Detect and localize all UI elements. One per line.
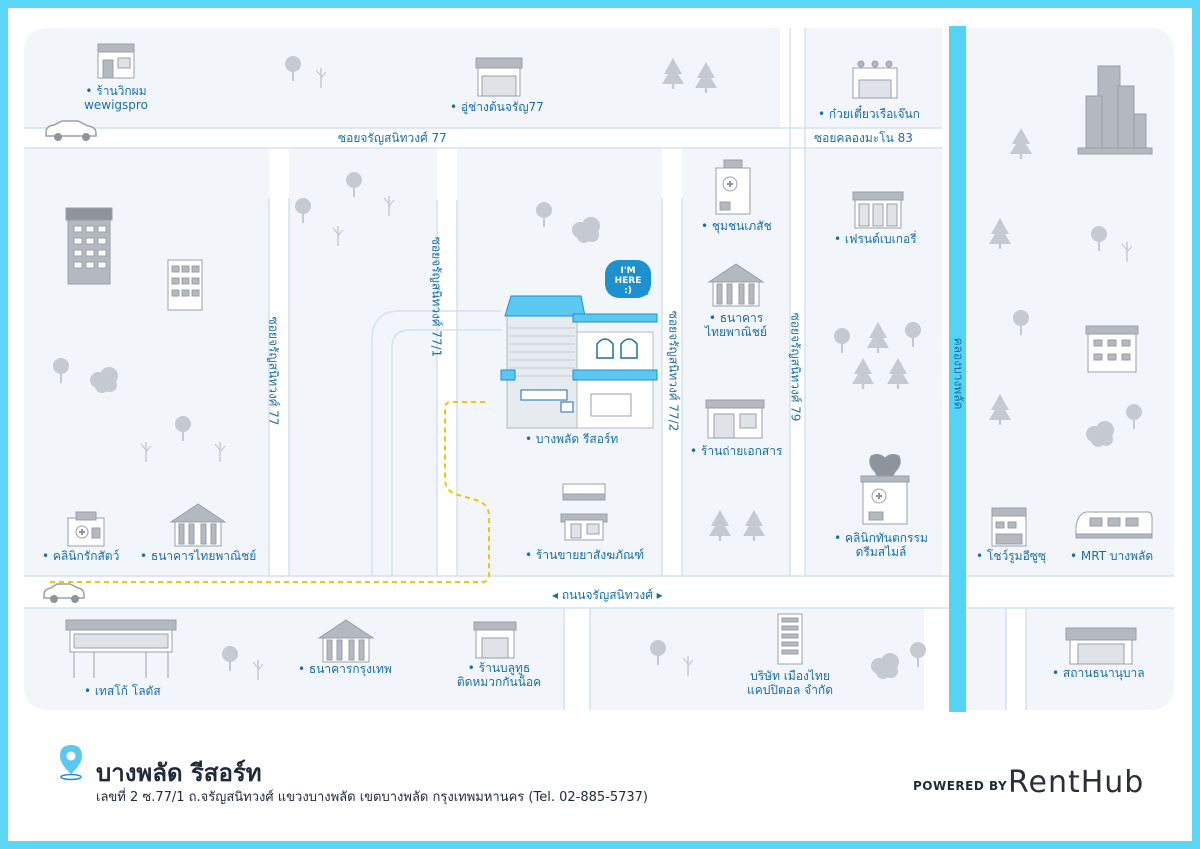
street-label-khlong: ซอยคลองมะโน 83: [814, 131, 913, 145]
map-canvas: [24, 26, 1174, 712]
noodle-shop-icon: [852, 60, 898, 99]
showroom-icon: [991, 507, 1027, 547]
place-label-pet-clinic[interactable]: • คลินิกรักสัตว์: [42, 549, 120, 563]
address-text: เลขที่ 2 ซ.77/1 ถ.จรัญสนิทวงศ์ แขวงบางพล…: [96, 790, 648, 805]
place-label-bank[interactable]: • ธนาคารไทยพาณิชย์: [705, 311, 767, 339]
place-label-noodle[interactable]: • ก๋วยเตี๋ยวเรือเจ๊นก: [818, 107, 920, 121]
brand-logo[interactable]: RentHub: [1008, 765, 1145, 800]
skyscraper-icon: [1077, 65, 1153, 155]
im-here-badge-tail: [639, 286, 649, 298]
powered-by-label: POWERED BY: [913, 779, 1008, 793]
canal-label: คลองบางพลัด: [951, 337, 966, 410]
street-label-soi77-2: ซอยจรัญสนิทวงศ์ 77/2: [666, 310, 681, 432]
canal: [949, 26, 966, 712]
place-label-dental-clinic[interactable]: • คลินิกทันตกรรมดรีมสไมล์: [834, 531, 928, 559]
place-label-garage[interactable]: • อู่ช่างต้นจรัญ77: [450, 100, 544, 114]
street-label-soi79: ซอยจรัญสนิทวงศ์ 79: [788, 312, 803, 422]
place-label-bangkok-bank[interactable]: • ธนาคารกรุงเทพ: [298, 662, 392, 676]
place-label-friend-bakery[interactable]: • เฟรนด์เบเกอรี่: [834, 232, 917, 246]
pawn-shop-icon: [1065, 627, 1137, 665]
map-frame: ซอยจรัญสนิทวงศ์ 77 ซอยคลองมะโน 83 ◂ ถนนจ…: [8, 8, 1192, 841]
street-label-soi77: ซอยจรัญสนิทวงศ์ 77: [338, 131, 447, 145]
office-building-icon: [1085, 325, 1139, 373]
garage-icon: [475, 57, 523, 97]
wig-shop-icon: [97, 43, 135, 79]
place-label-drugstore[interactable]: • ร้านขายยาสังฆภัณฑ์: [525, 548, 645, 562]
bank-icon: [317, 619, 375, 663]
car-icon: [45, 120, 97, 141]
bank-icon: [707, 263, 765, 307]
bakery-icon: [852, 191, 904, 229]
bank-icon: [169, 503, 227, 547]
place-label-community-pharmacy[interactable]: • ชุมชนเภสัช: [701, 219, 772, 233]
place-label-mrt[interactable]: • MRT บางพลัด: [1070, 549, 1154, 563]
tower-icon: [167, 259, 203, 311]
helmet-shop-icon: [473, 621, 517, 659]
place-label-tesco[interactable]: • เทสโก้ โลตัส: [84, 684, 161, 698]
train-icon: [1075, 511, 1153, 539]
page-title: บางพลัด รีสอร์ท: [96, 759, 262, 787]
drugstore-icon: [560, 483, 608, 541]
car-icon: [43, 583, 85, 603]
place-label-company[interactable]: บริษัท เมืองไทยแคปปิตอล จำกัด: [747, 669, 833, 697]
street-label-soi77-1: ซอยจรัญสนิทวงศ์ 77/1: [429, 236, 444, 358]
street-label-main-road: ◂ ถนนจรัญสนิทวงศ์ ▸: [552, 588, 663, 602]
place-label-showroom[interactable]: • โชว์รูมอีซูซุ: [976, 549, 1047, 563]
route-path: [50, 401, 490, 583]
place-label-bank-scb[interactable]: • ธนาคารไทยพาณิชย์: [140, 549, 257, 563]
office-tower-icon: [777, 613, 803, 665]
supermarket-icon: [65, 619, 177, 678]
apartment-icon: [65, 207, 113, 285]
pharmacy-building-icon: [715, 159, 751, 215]
place-label-print-shop[interactable]: • ร้านถ่ายเอกสาร: [690, 444, 783, 458]
place-label-resort[interactable]: • บางพลัด รีสอร์ท: [525, 432, 619, 446]
street-label-soi77-vertical: ซอยจรัญสนิทวงศ์ 77: [266, 316, 281, 426]
pet-clinic-icon: [67, 511, 105, 547]
print-shop-icon: [705, 399, 765, 439]
resort-building-icon[interactable]: [500, 295, 658, 429]
place-label-helmet-shop[interactable]: • ร้านบลูทูธติดหมวกกันน็อค: [456, 661, 542, 689]
place-label-pawn-shop[interactable]: • สถานธนานุบาล: [1052, 666, 1145, 680]
road-lines: [24, 28, 1174, 710]
dental-clinic-icon: [860, 453, 910, 525]
location-pin-icon: [60, 745, 82, 781]
building-icons: [65, 43, 1153, 678]
